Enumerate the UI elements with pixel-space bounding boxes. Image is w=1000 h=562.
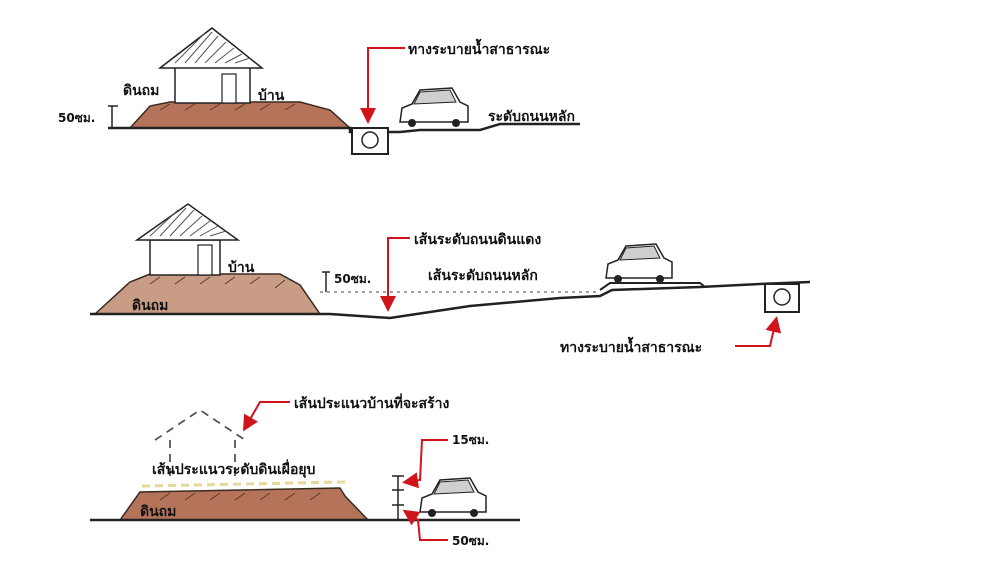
- planned-house-outline: [154, 408, 246, 482]
- soil-hatch: [159, 103, 296, 111]
- drain-icon: [351, 127, 389, 155]
- panel-1: ดินถม บ้าน 50ซม. ทางระบายน้ำสาธารณะ ระดั…: [58, 27, 580, 155]
- label-red-road-level: เส้นระดับถนนดินแดง: [414, 232, 541, 248]
- fill-soil-mound: [93, 273, 322, 315]
- label-drain: ทางระบายน้ำสาธารณะ: [560, 336, 702, 356]
- panel-3: เส้นประแนวบ้านที่จะสร้าง เส้นประแนวระดับ…: [90, 393, 520, 548]
- label-main-road-level: เส้นระดับถนนหลัก: [428, 268, 538, 284]
- drain-arrow: [735, 316, 782, 347]
- drain-arrow: [360, 47, 405, 124]
- soil-hatch: [159, 492, 321, 501]
- label-height: 50ซม.: [58, 111, 95, 125]
- height-marker-50: [322, 271, 330, 292]
- label-house-line: เส้นประแนวบ้านที่จะสร้าง: [294, 393, 449, 412]
- house-icon: [134, 203, 241, 276]
- height-marker: [392, 475, 404, 520]
- label-height: 50ซม.: [334, 272, 371, 286]
- car-icon: [419, 477, 487, 517]
- arrow-50: [402, 509, 448, 541]
- label-50cm: 50ซม.: [452, 534, 489, 548]
- raised-road: [599, 282, 706, 291]
- label-drain: ทางระบายน้ำสาธารณะ: [408, 38, 550, 58]
- soil-hatch: [149, 276, 286, 289]
- drain-icon: [764, 283, 800, 313]
- height-marker-50: [108, 105, 118, 129]
- label-house: บ้าน: [258, 88, 285, 104]
- arrow-15: [402, 439, 448, 489]
- label-house: บ้าน: [228, 260, 255, 276]
- label-fill-soil: ดินถม: [132, 298, 168, 314]
- label-fill-soil: ดินถม: [140, 504, 176, 520]
- label-fill-soil: ดินถม: [123, 83, 159, 99]
- house-line-arrow: [243, 401, 290, 432]
- ground-line: [90, 280, 811, 320]
- red-road-arrow: [380, 237, 410, 312]
- fill-soil-mound: [128, 101, 352, 129]
- ground-line: [108, 122, 580, 134]
- label-15cm: 15ซม.: [452, 433, 489, 447]
- panel-2: บ้าน ดินถม 50ซม. เส้นระดับถนนดินแดง เส้น…: [90, 203, 811, 356]
- label-main-road: ระดับถนนหลัก: [488, 109, 575, 125]
- car-icon: [399, 87, 469, 127]
- settlement-dashed-line: [141, 480, 346, 488]
- label-soil-line: เส้นประแนวระดับดินเผื่อยุบ: [152, 459, 316, 478]
- house-icon: [157, 27, 265, 104]
- car-icon: [605, 243, 673, 283]
